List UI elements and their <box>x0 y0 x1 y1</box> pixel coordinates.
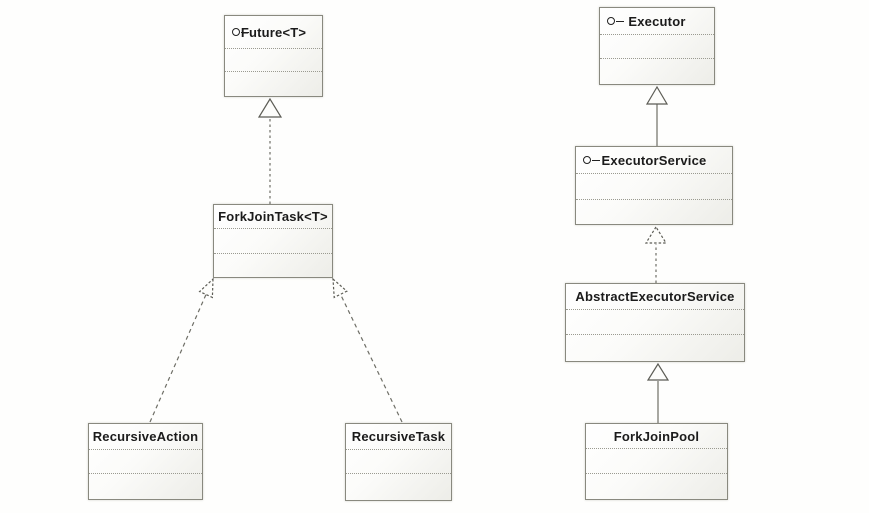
class-name: AbstractExecutorService <box>575 289 735 304</box>
realization-arrow-forkjointask-to-future <box>257 97 283 204</box>
interface-lollipop-icon <box>232 28 249 36</box>
attributes-compartment <box>576 173 732 199</box>
class-title-bar: RecursiveTask <box>346 424 451 449</box>
class-name: ForkJoinTask<T> <box>218 209 328 224</box>
class-name: ForkJoinPool <box>613 428 700 444</box>
class-box-recursiveaction: RecursiveAction <box>88 423 203 500</box>
operations-compartment <box>225 71 322 96</box>
class-box-executorservice: ExecutorService <box>575 146 733 225</box>
attributes-compartment <box>346 449 451 473</box>
realization-arrow-abstractexecutorservice-to-executorservice <box>644 225 668 283</box>
class-title-bar: ForkJoinTask<T> <box>214 205 332 228</box>
class-title-bar: Executor <box>600 8 714 34</box>
generalization-arrow-recursiveaction-to-forkjointask <box>149 277 214 423</box>
attributes-compartment <box>566 309 744 334</box>
class-title-bar: RecursiveAction <box>89 424 202 449</box>
class-box-forkjoinpool: ForkJoinPool <box>585 423 728 500</box>
operations-compartment <box>89 473 202 499</box>
operations-compartment <box>576 199 732 224</box>
generalization-arrow-executorservice-to-executor <box>645 85 669 146</box>
generalization-arrow-forkjoinpool-to-abstractexecutorservice <box>646 362 670 423</box>
attributes-compartment <box>600 34 714 58</box>
class-box-recursivetask: RecursiveTask <box>345 423 452 501</box>
interface-lollipop-icon <box>583 156 600 164</box>
class-name: Executor <box>628 13 686 29</box>
attributes-compartment <box>586 448 727 473</box>
class-box-forkjointask: ForkJoinTask<T> <box>213 204 333 278</box>
operations-compartment <box>214 253 332 277</box>
class-name: RecursiveAction <box>92 429 199 444</box>
class-title-bar: AbstractExecutorService <box>566 284 744 309</box>
class-box-future: Future<T> <box>224 15 323 97</box>
class-box-abstractexecutorservice: AbstractExecutorService <box>565 283 745 362</box>
operations-compartment <box>586 473 727 499</box>
operations-compartment <box>566 334 744 361</box>
class-title-bar: ExecutorService <box>576 147 732 173</box>
attributes-compartment <box>89 449 202 473</box>
class-name: ExecutorService <box>601 152 707 168</box>
class-title-bar: Future<T> <box>225 16 322 48</box>
attributes-compartment <box>225 48 322 71</box>
generalization-arrow-recursivetask-to-forkjointask <box>332 277 403 423</box>
operations-compartment <box>600 58 714 84</box>
interface-lollipop-icon <box>607 17 624 25</box>
operations-compartment <box>346 473 451 500</box>
class-box-executor: Executor <box>599 7 715 85</box>
attributes-compartment <box>214 228 332 253</box>
class-title-bar: ForkJoinPool <box>586 424 727 448</box>
class-name: RecursiveTask <box>351 429 446 444</box>
class-name: Future<T> <box>240 24 307 40</box>
